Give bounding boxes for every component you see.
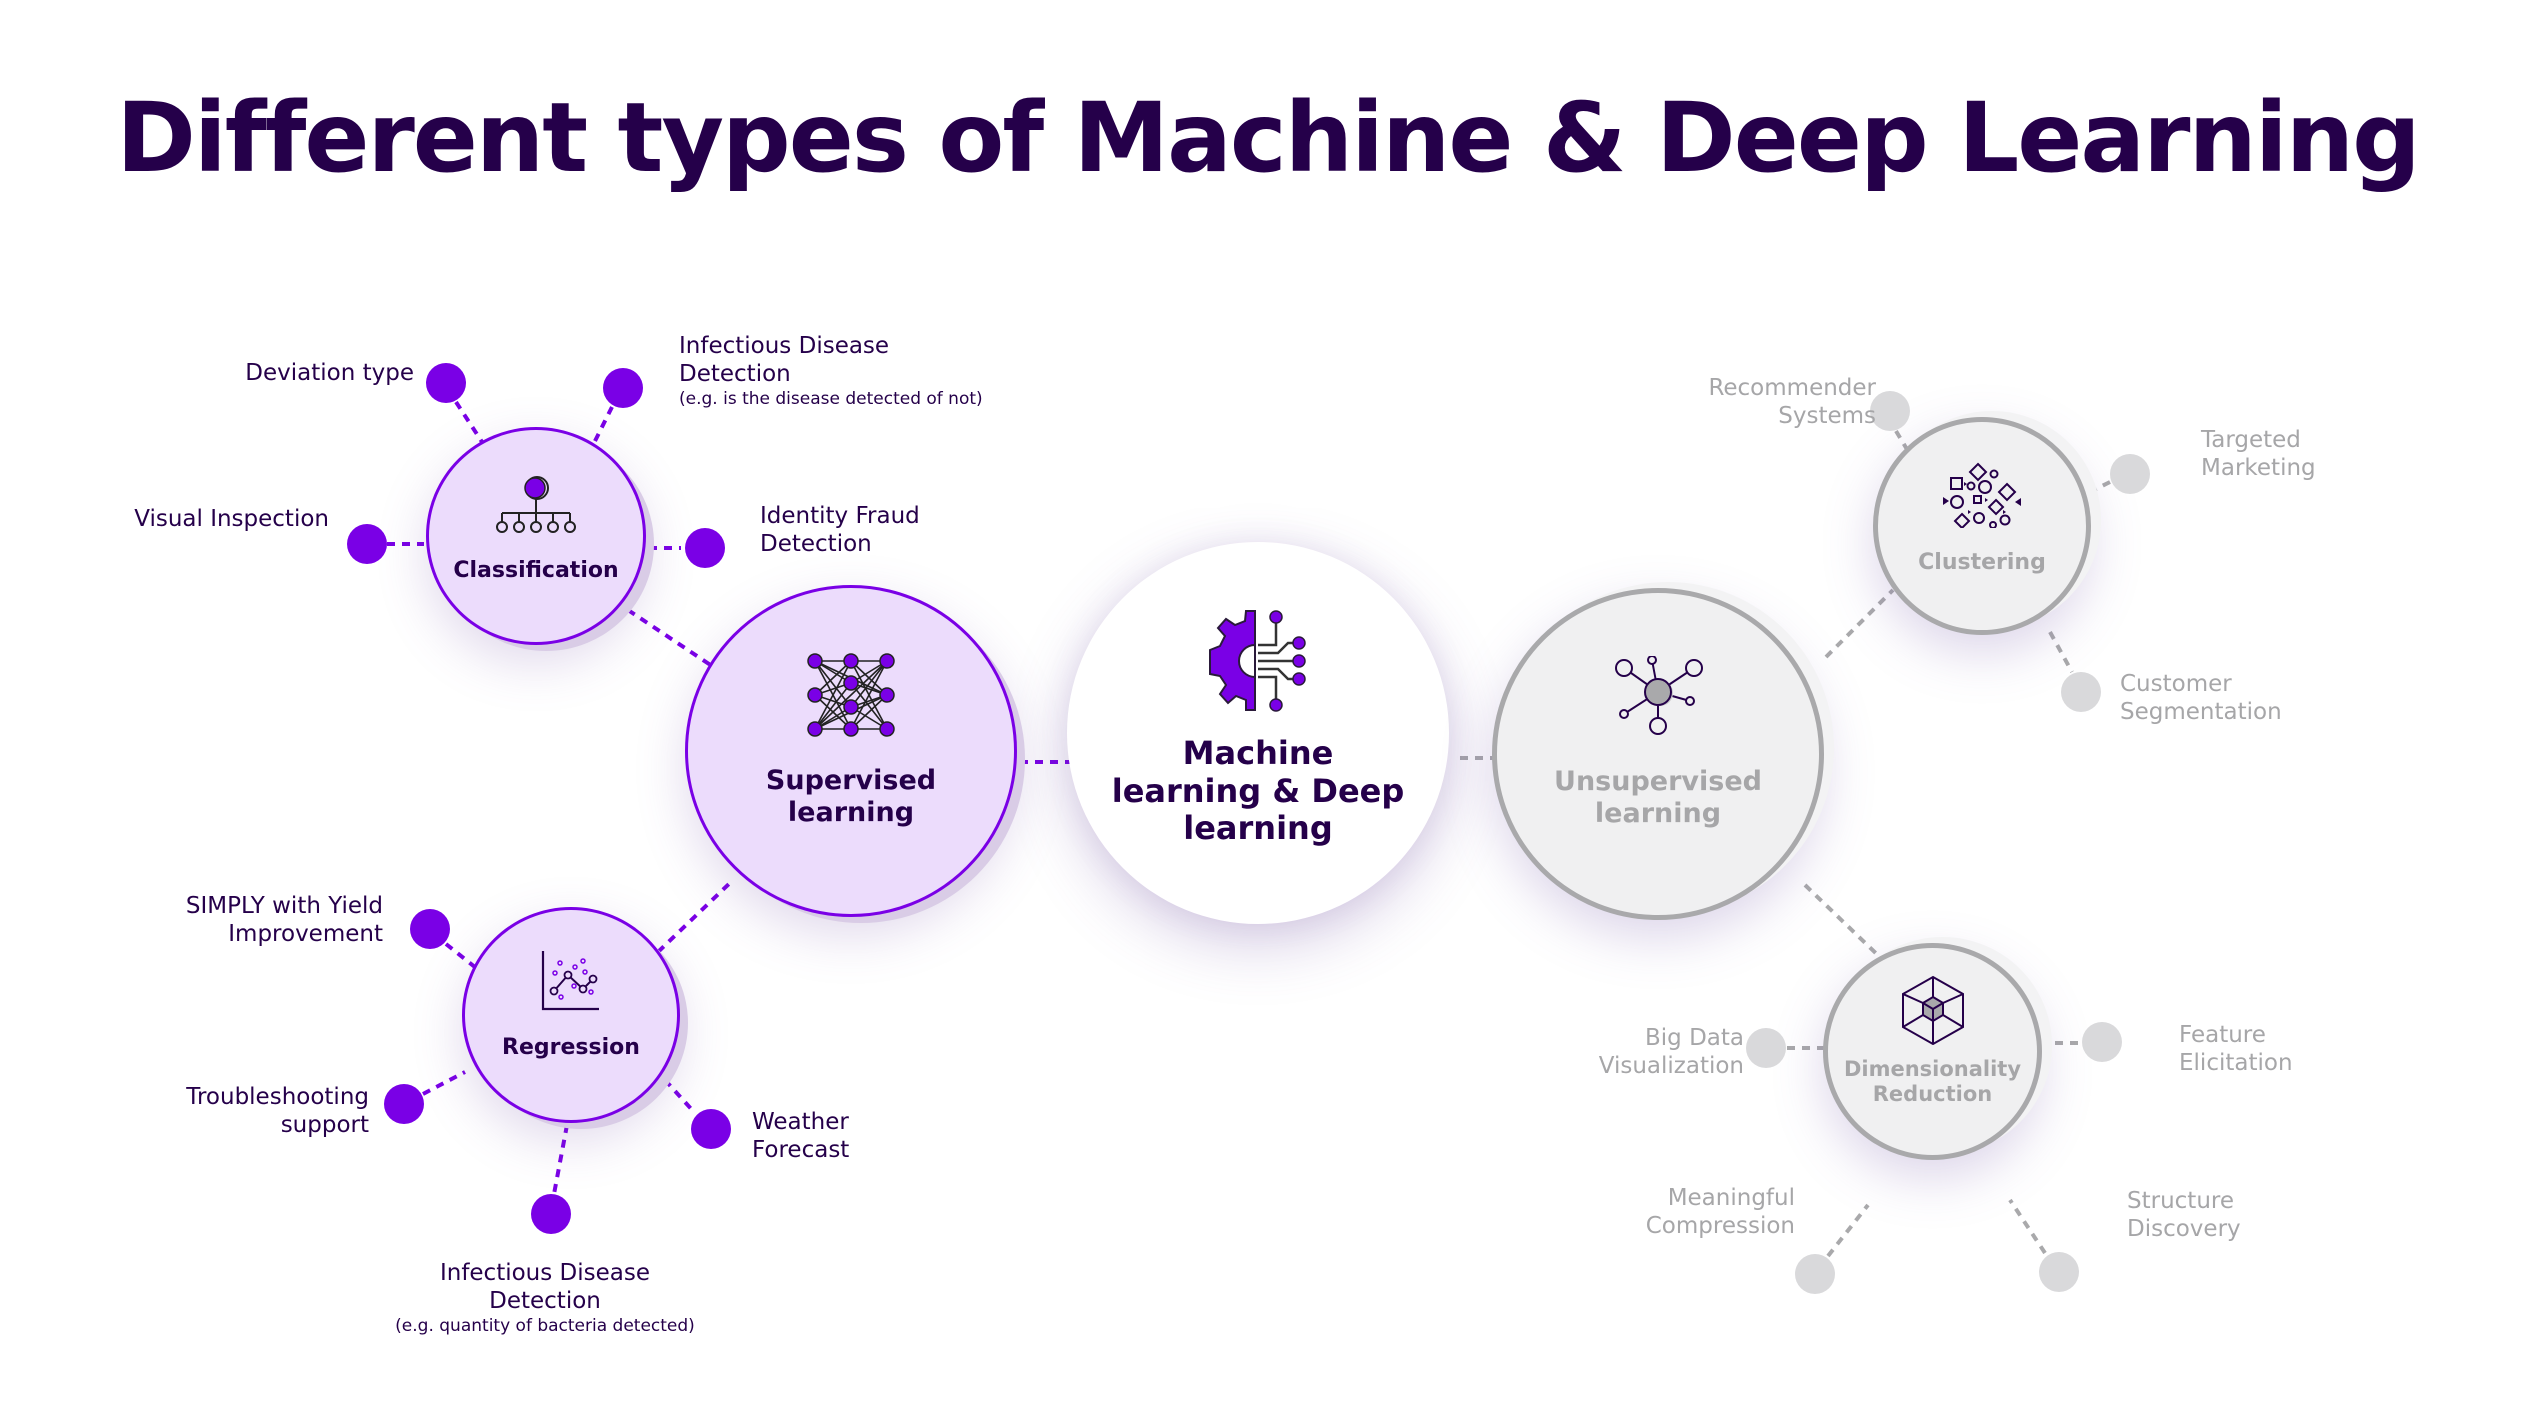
tesseract-cube-icon	[1901, 975, 1964, 1045]
hierarchy-icon	[496, 476, 576, 534]
label-feature-elicitation: Feature Elicitation	[2179, 1022, 2293, 1076]
gear-circuit-icon	[1209, 609, 1306, 712]
connector-clustering-targeted	[2087, 480, 2111, 495]
scatter-line-chart-icon	[541, 951, 599, 1011]
dot-simply-yield[interactable]	[410, 909, 450, 949]
scattered-shapes-icon	[1943, 462, 2021, 529]
page-title: Different types of Machine & Deep Learni…	[116, 82, 2421, 194]
classification-node[interactable]: Classification	[426, 427, 646, 645]
label-visual-inspection: Visual Inspection	[134, 506, 329, 532]
hub-network-icon	[1615, 656, 1703, 736]
connector-regression-simply	[444, 942, 478, 970]
label-infectious-regression: Infectious Disease Detection (e.g. quant…	[365, 1259, 725, 1337]
connector-supervised-regression	[656, 878, 735, 954]
connector-supervised-classification	[626, 608, 717, 670]
dot-weather[interactable]	[691, 1109, 731, 1149]
dot-visual-inspection[interactable]	[347, 524, 387, 564]
label-targeted-marketing: Targeted Marketing	[2201, 427, 2316, 481]
unsupervised-label: Unsupervised learning	[1554, 766, 1762, 829]
unsupervised-learning-node[interactable]: Unsupervised learning	[1492, 588, 1824, 920]
label-customer-segmentation: Customer Segmentation	[2120, 671, 2282, 725]
supervised-label: Supervised learning	[765, 765, 937, 828]
dot-big-data[interactable]	[1746, 1028, 1786, 1068]
note-infectious-regression: (e.g. quantity of bacteria detected)	[395, 1316, 695, 1336]
note-infectious-classification: (e.g. is the disease detected of not)	[679, 389, 983, 409]
connector-regression-infectious	[552, 1124, 569, 1195]
label-structure-discovery: Structure Discovery	[2127, 1188, 2241, 1242]
dot-feature-elicitation[interactable]	[2082, 1022, 2122, 1062]
regression-node[interactable]: Regression	[462, 907, 680, 1123]
clustering-node[interactable]: Clustering	[1873, 417, 2091, 635]
label-big-data: Big Data Visualization	[1598, 1025, 1744, 1079]
dot-infectious-regression[interactable]	[531, 1194, 571, 1234]
connector-classification-deviation	[454, 400, 486, 447]
connector-unsupervised-clustering	[1824, 588, 1895, 659]
dimensionality-reduction-node[interactable]: Dimensionality Reduction	[1823, 943, 2042, 1160]
dot-customer-segmentation[interactable]	[2061, 672, 2101, 712]
label-troubleshooting: Troubleshooting support	[186, 1084, 369, 1138]
label-deviation-type: Deviation type	[245, 360, 414, 386]
label-simply-yield: SIMPLY with Yield Improvement	[185, 893, 383, 947]
label-meaningful-compression: Meaningful Compression	[1645, 1185, 1795, 1239]
label-infectious-classification: Infectious Disease Detection (e.g. is th…	[679, 333, 983, 409]
dot-recommender[interactable]	[1870, 391, 1910, 431]
dot-structure-discovery[interactable]	[2039, 1252, 2079, 1292]
connector-clustering-recommender	[1894, 429, 1913, 458]
dimensionality-label: Dimensionality Reduction	[1843, 1056, 2022, 1106]
clustering-label: Clustering	[1918, 550, 2046, 576]
supervised-learning-node[interactable]: Supervised learning	[685, 585, 1017, 917]
connector-dim-meaningful	[1826, 1203, 1870, 1258]
connector-dim-structure	[2008, 1198, 2047, 1255]
connector-regression-troubleshooting	[422, 1070, 466, 1096]
dot-troubleshooting[interactable]	[384, 1084, 424, 1124]
connector-regression-weather	[663, 1078, 696, 1114]
connector-classification-infectious	[590, 406, 614, 448]
dot-deviation-type[interactable]	[426, 363, 466, 403]
connector-clustering-customer	[2048, 631, 2074, 673]
label-identity-fraud: Identity Fraud Detection	[760, 503, 920, 557]
connector-unsupervised-dimensionality	[1803, 883, 1887, 964]
regression-label: Regression	[502, 1035, 640, 1061]
label-weather: Weather Forecast	[752, 1109, 850, 1163]
dot-targeted-marketing[interactable]	[2110, 454, 2150, 494]
label-recommender: Recommender Systems	[1708, 375, 1876, 429]
core-node-machine-deep-learning[interactable]: Machine learning & Deep learning	[1067, 542, 1449, 924]
dot-infectious-classification[interactable]	[603, 368, 643, 408]
classification-label: Classification	[453, 558, 619, 584]
dot-identity-fraud[interactable]	[685, 528, 725, 568]
neural-network-icon	[807, 653, 895, 737]
core-label: Machine learning & Deep learning	[1111, 733, 1405, 848]
dot-meaningful-compression[interactable]	[1795, 1254, 1835, 1294]
